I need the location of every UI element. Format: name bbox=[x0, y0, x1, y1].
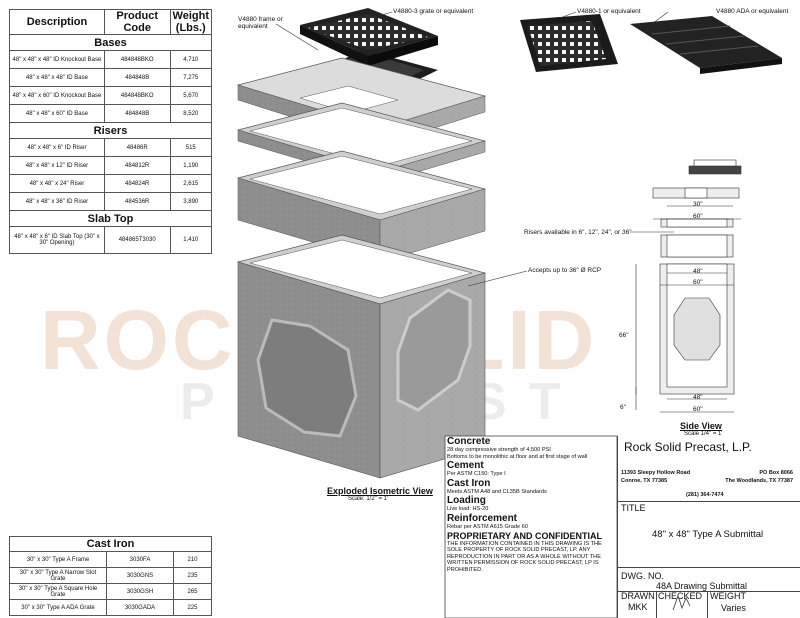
iso-view-title: Exploded Isometric View bbox=[327, 486, 433, 496]
notes-block: Concrete 28 day compressive strength of … bbox=[447, 436, 617, 574]
dim-60c: 60" bbox=[693, 406, 703, 413]
cell-product-code: 484865T3030 bbox=[103, 226, 171, 254]
cell-product-code: 3030GADA bbox=[106, 599, 174, 616]
note-loading-heading: Loading bbox=[447, 495, 486, 507]
title-label: TITLE bbox=[621, 503, 646, 513]
table-row: 48" x 48" x 6" ID Slab Top (30" x 30" Op… bbox=[9, 226, 213, 254]
dim-60b: 60" bbox=[693, 279, 703, 286]
grate-ada bbox=[630, 16, 782, 74]
callout-frame: V4880 frame or equivalent bbox=[238, 16, 283, 30]
cast-iron-title: Cast Iron bbox=[9, 536, 212, 552]
dwg-label: DWG. NO. bbox=[621, 571, 664, 581]
header-weight: Weight (Lbs.) bbox=[169, 9, 213, 35]
dim-60a: 60" bbox=[693, 213, 703, 220]
header-product-code: Product Code bbox=[103, 9, 171, 35]
address-right-2: The Woodlands, TX 77387 bbox=[725, 478, 793, 484]
cell-weight: 1,410 bbox=[169, 226, 213, 254]
callout-rcp: Accepts up to 36" Ø RCP bbox=[528, 267, 602, 274]
note-concrete-heading: Concrete bbox=[447, 436, 491, 447]
checked-label: CHECKED bbox=[658, 591, 703, 601]
dim-66: 66" bbox=[619, 332, 629, 339]
note-castiron-1: Meets ASTM A48 and CL35B Standards bbox=[447, 488, 547, 495]
note-proprietary-heading: PROPRIETARY AND CONFIDENTIAL bbox=[447, 530, 603, 541]
side-view bbox=[635, 159, 742, 413]
note-loading-1: Live load: HS-20 bbox=[447, 506, 489, 513]
dim-6: 6" bbox=[620, 404, 626, 411]
drawn-value: MKK bbox=[628, 602, 648, 612]
address-left-2: Conroe, TX 77385 bbox=[621, 478, 668, 484]
callout-grate3: V4880-3 grate or equivalent bbox=[393, 8, 474, 15]
note-concrete-1: 28 day compressive strength of 4,500 PSI bbox=[447, 447, 551, 453]
company-name: Rock Solid Precast, L.P. bbox=[624, 440, 752, 454]
grate-square-hole bbox=[520, 14, 618, 72]
side-view-title: Side View bbox=[680, 421, 722, 431]
title-block: Rock Solid Precast, L.P. 11393 Sleepy Ho… bbox=[617, 436, 800, 618]
note-reinforcement-1: Rebar per ASTM A615 Grade 60 bbox=[447, 523, 528, 530]
base-box bbox=[236, 234, 487, 479]
weight-value: Varies bbox=[721, 603, 746, 613]
note-castiron-heading: Cast Iron bbox=[447, 477, 491, 489]
title-value: 48" x 48" Type A Submittal bbox=[652, 529, 764, 540]
dim-48b: 48" bbox=[693, 394, 703, 401]
cell-weight: 225 bbox=[173, 599, 212, 616]
dwg-value: 48A Drawing Submittal bbox=[656, 581, 748, 591]
dim-48a: 48" bbox=[693, 268, 703, 275]
iso-view-scale: Scale: 1/2" = 1' bbox=[348, 496, 389, 502]
header-description: Description bbox=[9, 9, 105, 35]
note-proprietary-1: THE INFORMATION CONTAINED IN THIS DRAWIN… bbox=[447, 540, 602, 573]
weight-label: WEIGHT bbox=[710, 591, 746, 601]
note-cement-heading: Cement bbox=[447, 460, 484, 472]
callout-risers: Risers available in 6", 12", 24", or 36" bbox=[524, 229, 632, 236]
callout-grate1: V4880-1 or equivalent bbox=[577, 8, 641, 15]
leader-lines bbox=[275, 11, 674, 287]
note-concrete-2: Bottoms to be monolithic at floor and at… bbox=[447, 453, 588, 460]
dim-30: 30" bbox=[693, 201, 703, 208]
side-view-scale: Scale 1/4" = 1' bbox=[684, 431, 723, 437]
checked-signature bbox=[672, 594, 691, 611]
product-table: Description Product Code Weight (Lbs.) B… bbox=[9, 9, 213, 254]
note-cement-1: Per ASTM C150: Type I bbox=[447, 471, 506, 478]
callout-ada: V4880 ADA or equivalent bbox=[716, 8, 789, 15]
cell-description: 48" x 48" x 6" ID Slab Top (30" x 30" Op… bbox=[9, 226, 105, 254]
note-reinforcement-heading: Reinforcement bbox=[447, 512, 518, 524]
drawn-label: DRAWN bbox=[621, 591, 655, 601]
address-left-1: 11393 Sleepy Hollow Road bbox=[621, 470, 691, 476]
address-right-1: PO Box 8066 bbox=[759, 470, 793, 476]
phone-number: (281) 364-7474 bbox=[686, 492, 724, 498]
